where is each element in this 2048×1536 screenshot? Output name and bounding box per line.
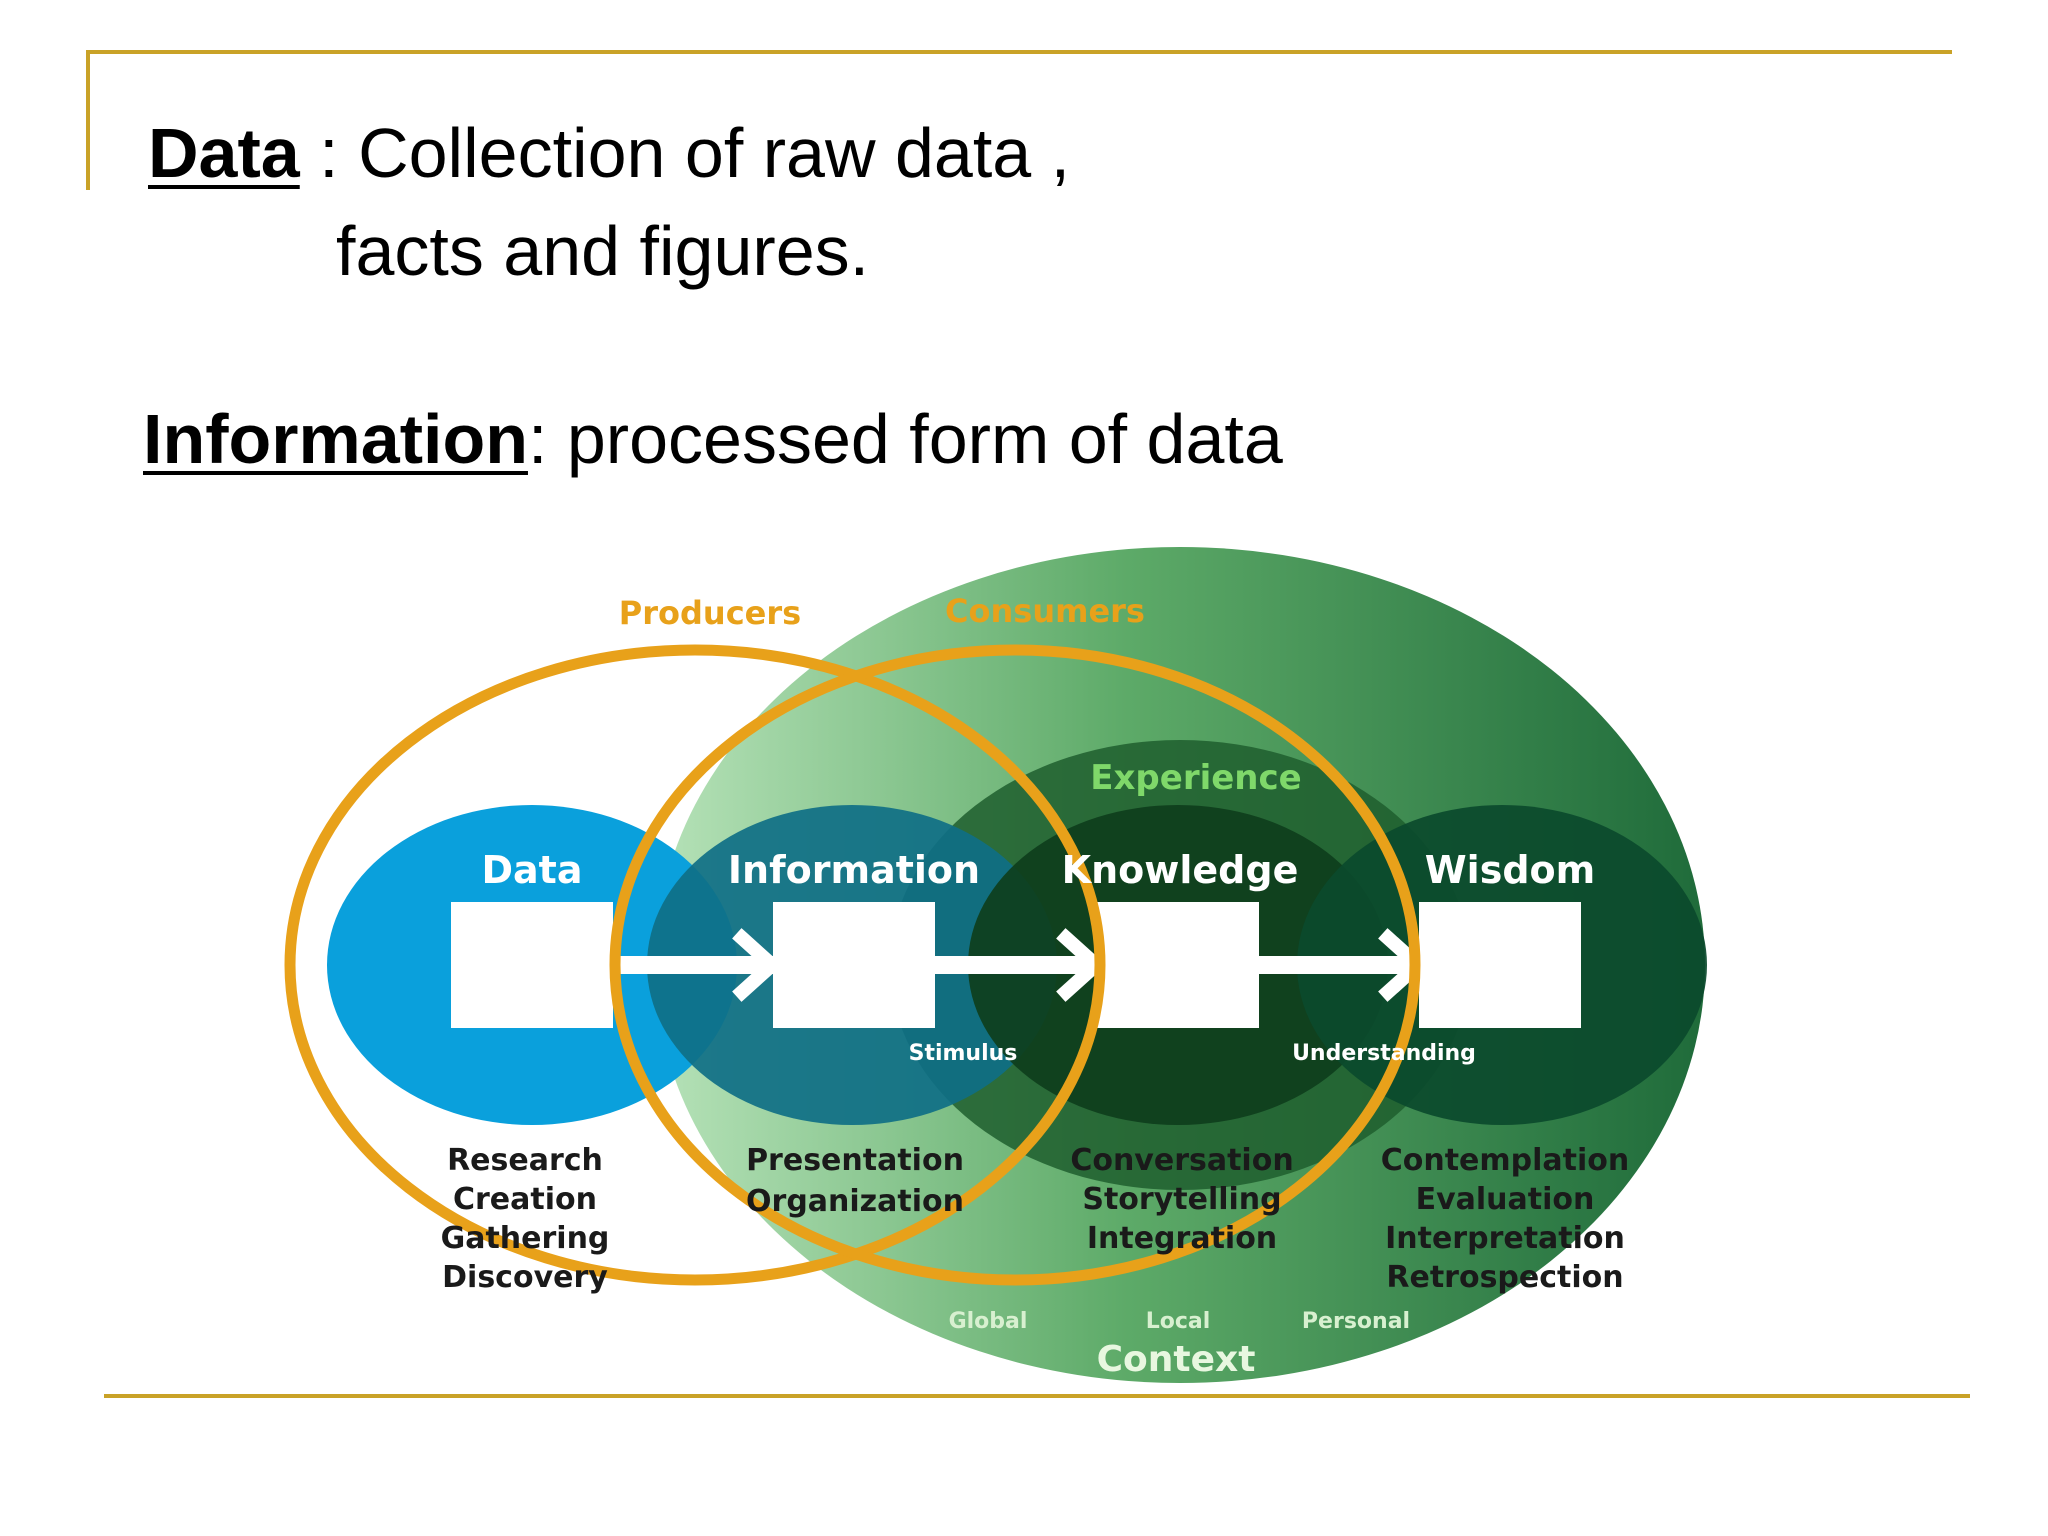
data-stage-title: Data <box>482 848 583 892</box>
wisdom-activity: Evaluation <box>1416 1182 1595 1217</box>
information-term: Information <box>143 400 528 478</box>
arrow-data-information <box>604 928 783 1002</box>
bottom-rule <box>104 1394 1970 1398</box>
context-level-personal: Personal <box>1302 1309 1410 1334</box>
wisdom-activity: Retrospection <box>1386 1260 1623 1295</box>
producers-ring <box>284 644 1106 1286</box>
data-definition-line2: facts and figures. <box>336 212 870 290</box>
knowledge-box <box>1097 902 1259 1028</box>
wisdom-box <box>1419 902 1581 1028</box>
knowledge-activity: Conversation <box>1070 1143 1293 1178</box>
knowledge-activity: Integration <box>1087 1221 1277 1256</box>
data-definition-line1: Data : Collection of raw data , <box>148 118 1070 188</box>
data-definition-text: : Collection of raw data , <box>299 114 1071 192</box>
data-activity: Creation <box>453 1182 597 1217</box>
consumers-label: Consumers <box>945 592 1145 630</box>
wisdom-activity: Contemplation <box>1381 1143 1630 1178</box>
data-term: Data <box>148 114 300 192</box>
information-activity: Presentation <box>746 1143 964 1178</box>
information-activity: Organization <box>746 1184 964 1219</box>
understanding-label: Understanding <box>1292 1041 1476 1066</box>
context-label: Context <box>1097 1339 1256 1380</box>
knowledge-stage-title: Knowledge <box>1062 848 1299 892</box>
data-activity: Discovery <box>442 1260 608 1295</box>
context-level-local: Local <box>1146 1309 1211 1334</box>
data-activity: Gathering <box>441 1221 610 1256</box>
left-rule <box>86 50 90 190</box>
context-level-global: Global <box>949 1309 1028 1334</box>
top-rule <box>86 50 1952 54</box>
wisdom-activity: Interpretation <box>1385 1221 1625 1256</box>
information-definition: Information: processed form of data <box>143 404 1283 474</box>
producers-label: Producers <box>619 594 801 632</box>
data-box <box>451 902 613 1028</box>
information-stage-title: Information <box>728 848 980 892</box>
information-definition-text: : processed form of data <box>527 400 1283 478</box>
knowledge-activity: Storytelling <box>1082 1182 1281 1217</box>
information-box <box>773 902 935 1028</box>
wisdom-stage-title: Wisdom <box>1425 848 1595 892</box>
consumers-ring <box>609 644 1421 1286</box>
experience-label: Experience <box>1090 758 1301 798</box>
stimulus-label: Stimulus <box>909 1041 1018 1066</box>
data-activity: Research <box>447 1143 603 1178</box>
